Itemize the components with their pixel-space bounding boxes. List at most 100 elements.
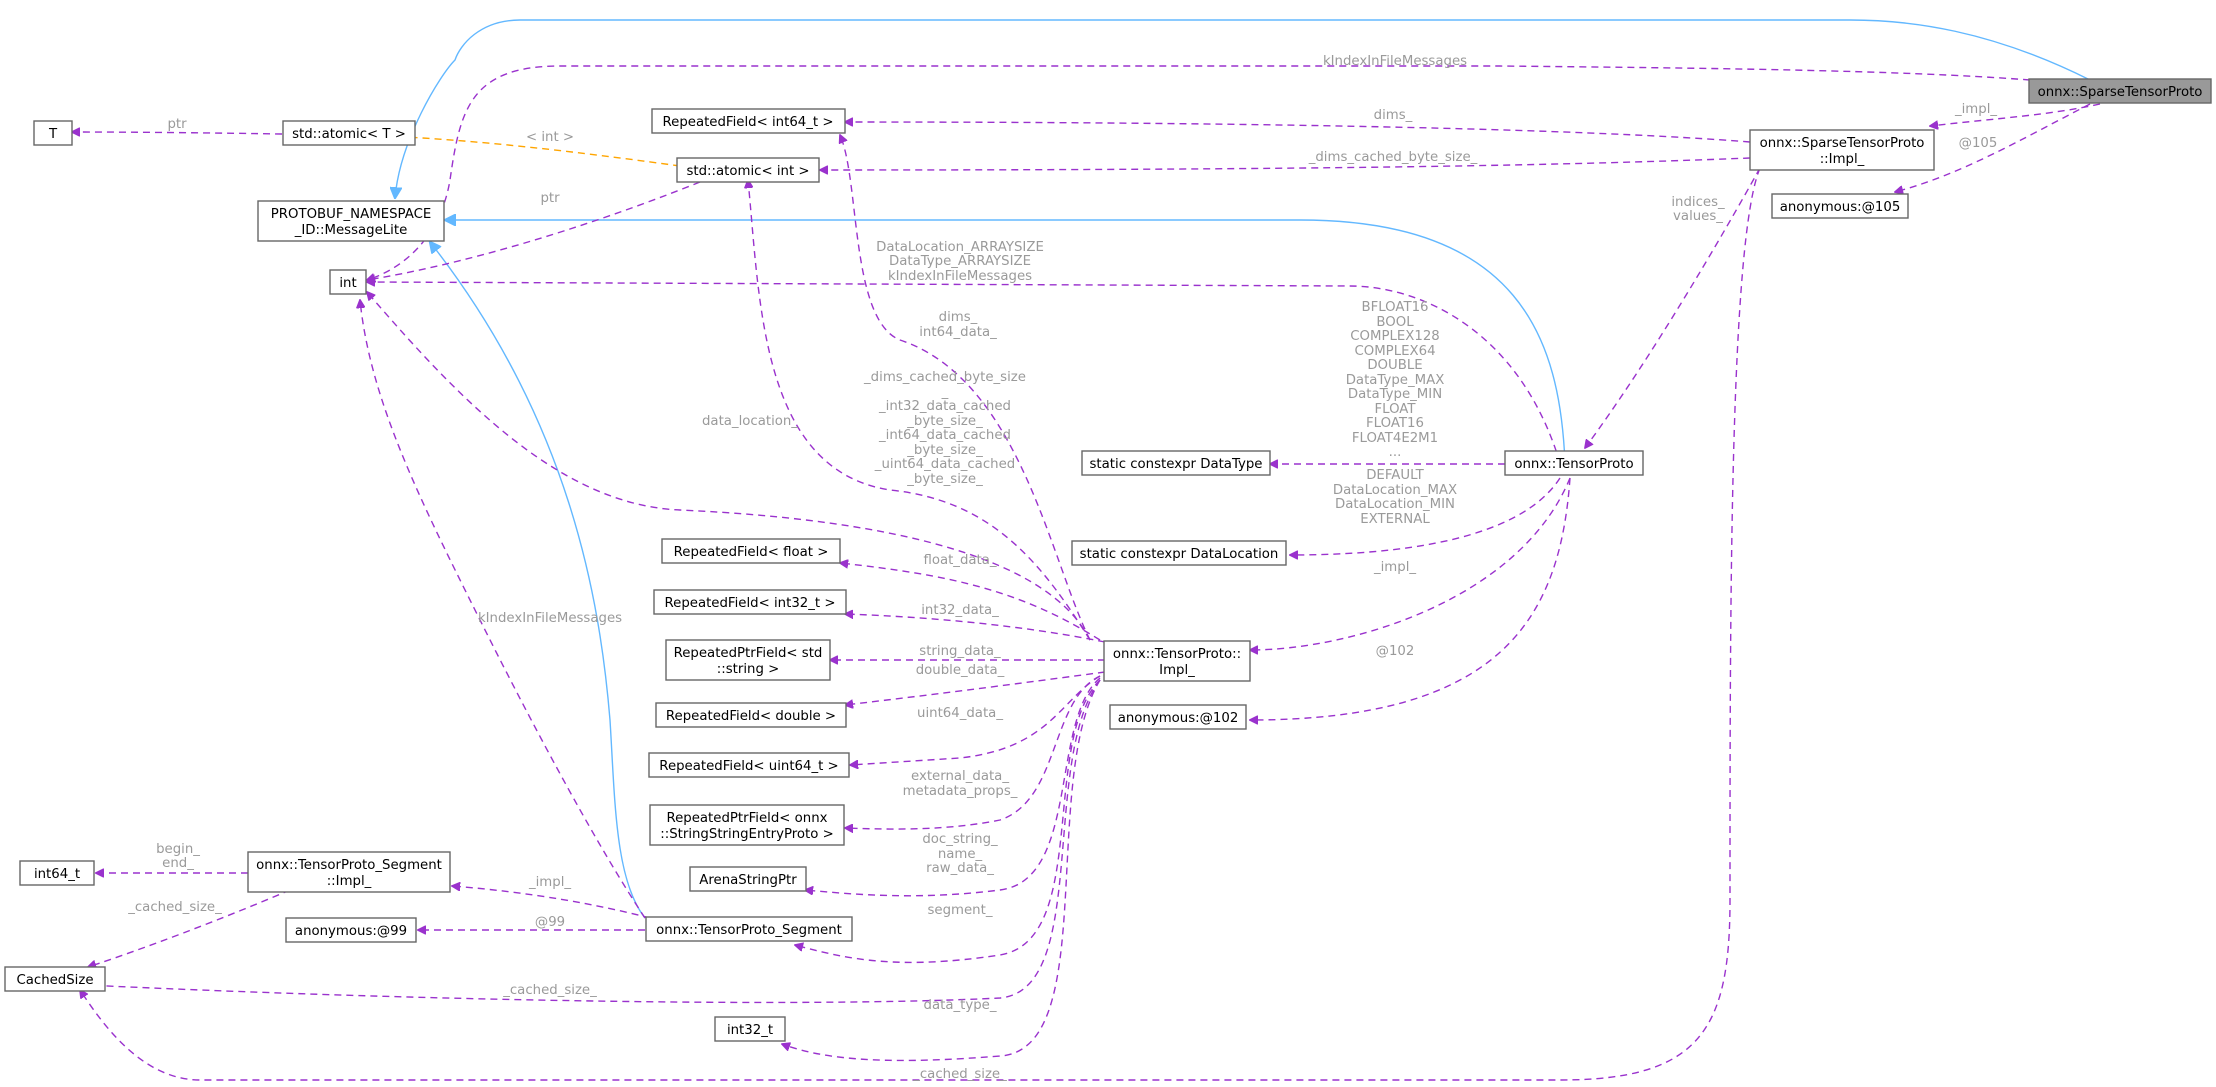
label-int64-data: int64_data_ xyxy=(919,325,997,340)
label-impl-tp: _impl_ xyxy=(1373,560,1416,575)
node-anonymous-105[interactable]: anonymous:@105 xyxy=(1771,193,1909,219)
node-messagelite-line2: _ID::MessageLite xyxy=(294,223,408,238)
node-sparse-tensor-proto[interactable]: onnx::SparseTensorProto xyxy=(2028,78,2212,104)
node-int64-t[interactable]: int64_t xyxy=(19,860,95,886)
node-anonymous-99[interactable]: anonymous:@99 xyxy=(285,917,417,943)
node-static-datalocation[interactable]: static constexpr DataLocation xyxy=(1071,540,1287,566)
datatype-enum-labels: BFLOAT16 BOOL COMPLEX128 COMPLEX64 DOUBL… xyxy=(1346,300,1445,460)
node-arena-string-ptr[interactable]: ArenaStringPtr xyxy=(689,866,807,892)
node-anonymous-102[interactable]: anonymous:@102 xyxy=(1109,704,1247,730)
node-repeatedfield-double[interactable]: RepeatedField< double > xyxy=(655,702,847,728)
node-atomic-int-label: std::atomic< int > xyxy=(686,164,809,179)
label-external-data: external_data_ xyxy=(911,769,1009,784)
node-sparse-tensor-proto-label: onnx::SparseTensorProto xyxy=(2038,85,2203,100)
label-kindex-tp: kIndexInFileMessages xyxy=(888,269,1032,284)
label-enum-datalocation-min: DataLocation_MIN xyxy=(1335,497,1455,512)
node-T-label: T xyxy=(48,127,58,142)
label-int32-cached: _int32_data_cached xyxy=(878,399,1011,414)
node-rf-int64-label: RepeatedField< int64_t > xyxy=(663,115,834,130)
label-indices: indices_ xyxy=(1671,195,1725,210)
label-raw-data: raw_data_ xyxy=(926,861,994,876)
label-uint64-cached: _uint64_data_cached xyxy=(874,457,1015,472)
label-double-data: double_data_ xyxy=(916,663,1005,678)
node-atomic-T[interactable]: std::atomic< T > xyxy=(282,120,416,146)
label-end: end_ xyxy=(162,856,194,871)
label-underscore: _ xyxy=(941,385,949,400)
node-cached-size[interactable]: CachedSize xyxy=(4,966,106,992)
node-rpf-sse-line1: RepeatedPtrField< onnx xyxy=(666,811,827,826)
label-enum-double: DOUBLE xyxy=(1367,358,1422,373)
label-dims: dims_ xyxy=(939,310,978,325)
node-int32-t[interactable]: int32_t xyxy=(714,1016,786,1042)
node-rpf-string-line2: ::string > xyxy=(717,662,780,677)
node-tensor-proto-segment[interactable]: onnx::TensorProto_Segment xyxy=(645,916,853,942)
edge-dims-cached-sparse xyxy=(820,157,1751,170)
label-enum-bfloat16: BFLOAT16 xyxy=(1361,300,1428,315)
label-impl-sparse: _impl_ xyxy=(1954,102,1997,117)
edge-cached-size-sparse xyxy=(80,167,1761,1081)
edge-kindex-seg xyxy=(360,300,646,919)
node-repeatedptrfield-stringstringentry[interactable]: RepeatedPtrField< onnx ::StringStringEnt… xyxy=(649,804,845,846)
edge-double-data xyxy=(845,671,1106,705)
label-string-data: string_data_ xyxy=(919,644,1001,659)
node-tensor-proto[interactable]: onnx::TensorProto xyxy=(1504,450,1644,476)
label-cached-size-tp: _cached_size_ xyxy=(502,983,597,998)
node-repeatedfield-float[interactable]: RepeatedField< float > xyxy=(661,538,841,564)
node-seg-impl-line1: onnx::TensorProto_Segment xyxy=(256,858,442,873)
label-enum-bool: BOOL xyxy=(1376,315,1414,330)
label-enum-complex64: COMPLEX64 xyxy=(1354,344,1435,359)
edge-float-data xyxy=(840,563,1101,641)
edge-doc-string xyxy=(805,677,1101,897)
node-rf-int32-label: RepeatedField< int32_t > xyxy=(665,596,836,611)
node-int[interactable]: int xyxy=(329,269,367,295)
node-atomic-T-label: std::atomic< T > xyxy=(292,127,406,142)
node-tensor-proto-impl[interactable]: onnx::TensorProto:: Impl_ xyxy=(1103,640,1251,682)
node-int-label: int xyxy=(339,276,356,291)
edge-sparse-impl xyxy=(1930,103,2101,126)
edge-segment xyxy=(795,679,1101,964)
node-rf-uint64-label: RepeatedField< uint64_t > xyxy=(659,759,838,774)
label-ptr-T: ptr xyxy=(167,117,187,132)
edge-impl-tp xyxy=(1250,477,1571,650)
label-int32-data: int32_data_ xyxy=(921,603,999,618)
edge-ptr-int xyxy=(367,181,701,280)
cached-bytesize-labels: _dims_cached_byte_size _ _int32_data_cac… xyxy=(863,370,1026,487)
node-sparse-tensor-proto-impl[interactable]: onnx::SparseTensorProto ::Impl_ xyxy=(1749,129,1935,171)
edge-dims-sparse xyxy=(845,122,1751,143)
node-repeatedptrfield-string[interactable]: RepeatedPtrField< std ::string > xyxy=(665,639,831,681)
node-repeatedfield-uint64[interactable]: RepeatedField< uint64_t > xyxy=(648,752,850,778)
node-cached-size-label: CachedSize xyxy=(16,973,93,988)
label-begin: begin_ xyxy=(156,842,200,857)
node-static-datatype[interactable]: static constexpr DataType xyxy=(1081,450,1271,476)
edge-cached-bytesize xyxy=(748,180,1091,641)
edge-at102 xyxy=(1250,477,1571,720)
label-int64-cached: _int64_data_cached xyxy=(878,428,1011,443)
node-anonymous-102-label: anonymous:@102 xyxy=(1118,711,1239,726)
edges xyxy=(72,19,2101,1081)
node-atomic-int[interactable]: std::atomic< int > xyxy=(676,157,820,183)
label-values: values_ xyxy=(1673,209,1723,224)
node-arena-string-label: ArenaStringPtr xyxy=(699,873,797,888)
node-rf-double-label: RepeatedField< double > xyxy=(666,709,836,724)
label-enum-datatype-min: DataType_MIN xyxy=(1348,387,1442,402)
label-cached-size-seg: _cached_size_ xyxy=(127,900,222,915)
edge-dims-int64data xyxy=(840,135,1091,641)
label-at105: @105 xyxy=(1959,136,1998,151)
edge-datalocation-enum xyxy=(1290,477,1561,555)
label-enum-ellipsis: ... xyxy=(1389,445,1402,460)
edge-external-data xyxy=(845,675,1101,829)
edge-segment-to-messagelite xyxy=(430,242,646,919)
node-T[interactable]: T xyxy=(33,120,73,146)
node-messagelite[interactable]: PROTOBUF_NAMESPACE _ID::MessageLite xyxy=(257,200,445,242)
label-byte-size-3: _byte_size_ xyxy=(906,472,983,487)
label-data-location: data_location_ xyxy=(702,414,798,429)
node-tensor-proto-segment-impl[interactable]: onnx::TensorProto_Segment ::Impl_ xyxy=(247,851,451,893)
label-enum-external: EXTERNAL xyxy=(1360,512,1430,527)
node-seg-impl-line2: ::Impl_ xyxy=(327,874,372,889)
node-tp-impl-line2: Impl_ xyxy=(1159,663,1195,678)
node-repeatedfield-int64[interactable]: RepeatedField< int64_t > xyxy=(651,108,846,134)
node-rf-float-label: RepeatedField< float > xyxy=(674,545,829,560)
label-enum-float4e2m1: FLOAT4E2M1 xyxy=(1352,431,1438,446)
edge-tensorproto-to-messagelite xyxy=(445,220,1566,464)
node-repeatedfield-int32[interactable]: RepeatedField< int32_t > xyxy=(653,589,847,615)
